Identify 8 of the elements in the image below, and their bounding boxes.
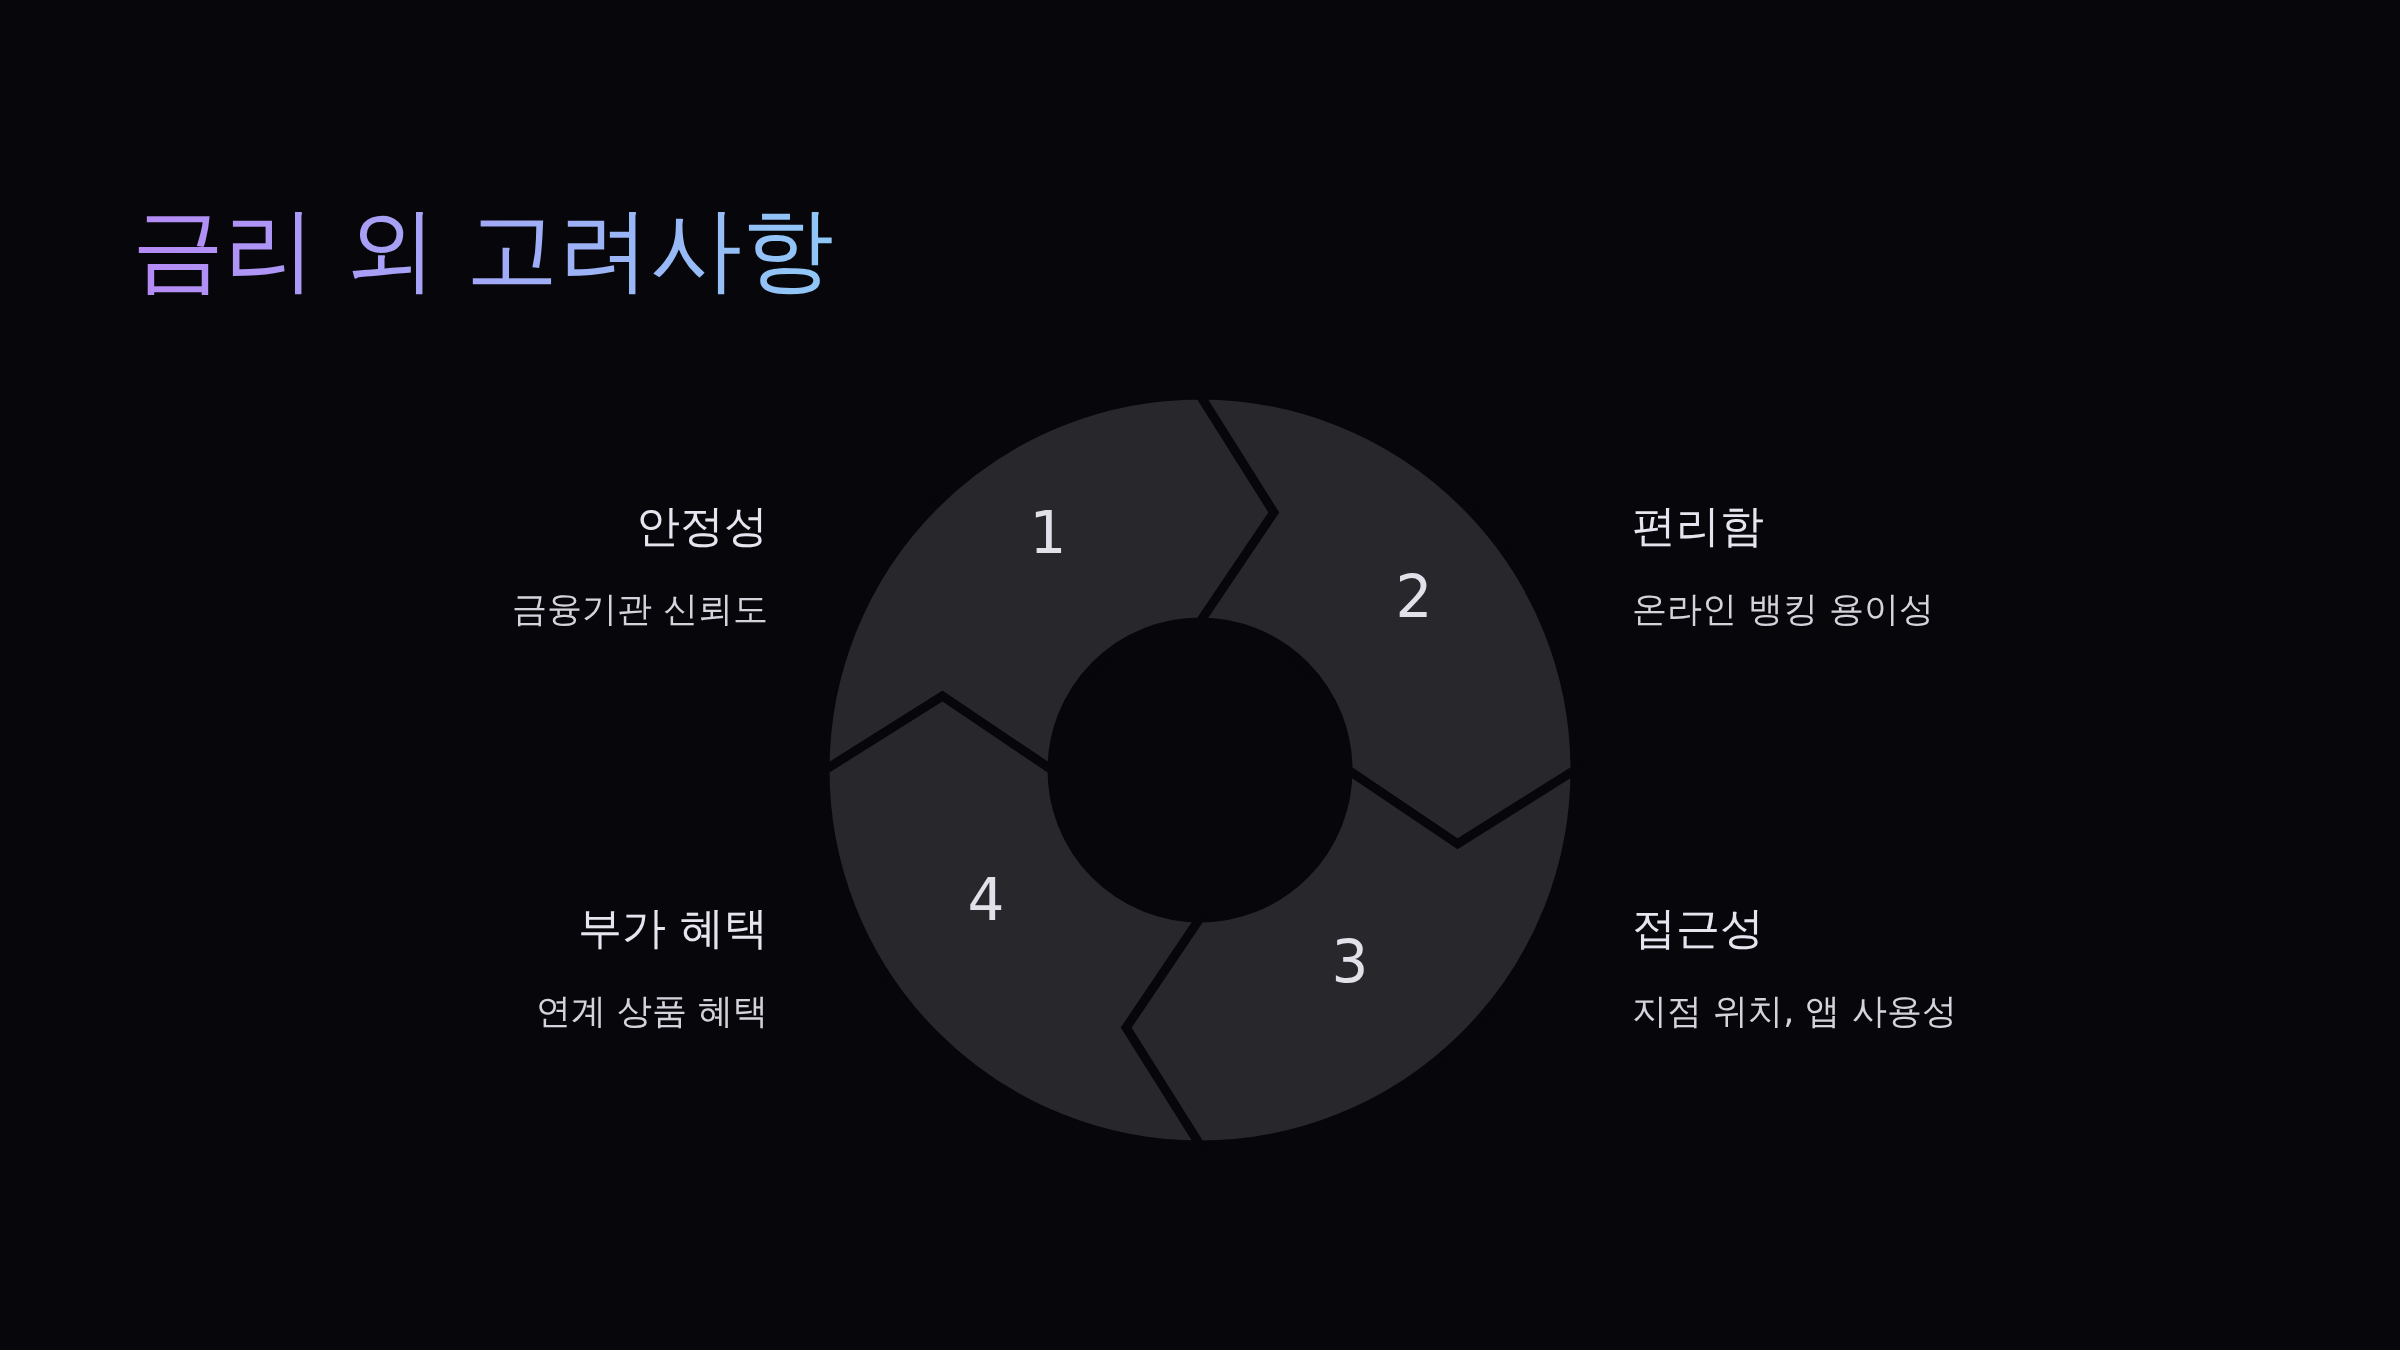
description: 금융기관 신뢰도	[511, 588, 768, 630]
heading: 부가 혜택	[578, 902, 768, 955]
description: 온라인 뱅킹 용이성	[1632, 588, 1935, 630]
heading: 안정성	[636, 500, 768, 553]
description: 지점 위치, 앱 사용성	[1632, 990, 1957, 1032]
heading: 편리함	[1632, 500, 1764, 553]
description: 연계 상품 혜택	[535, 990, 768, 1032]
heading: 접근성	[1632, 902, 1764, 955]
